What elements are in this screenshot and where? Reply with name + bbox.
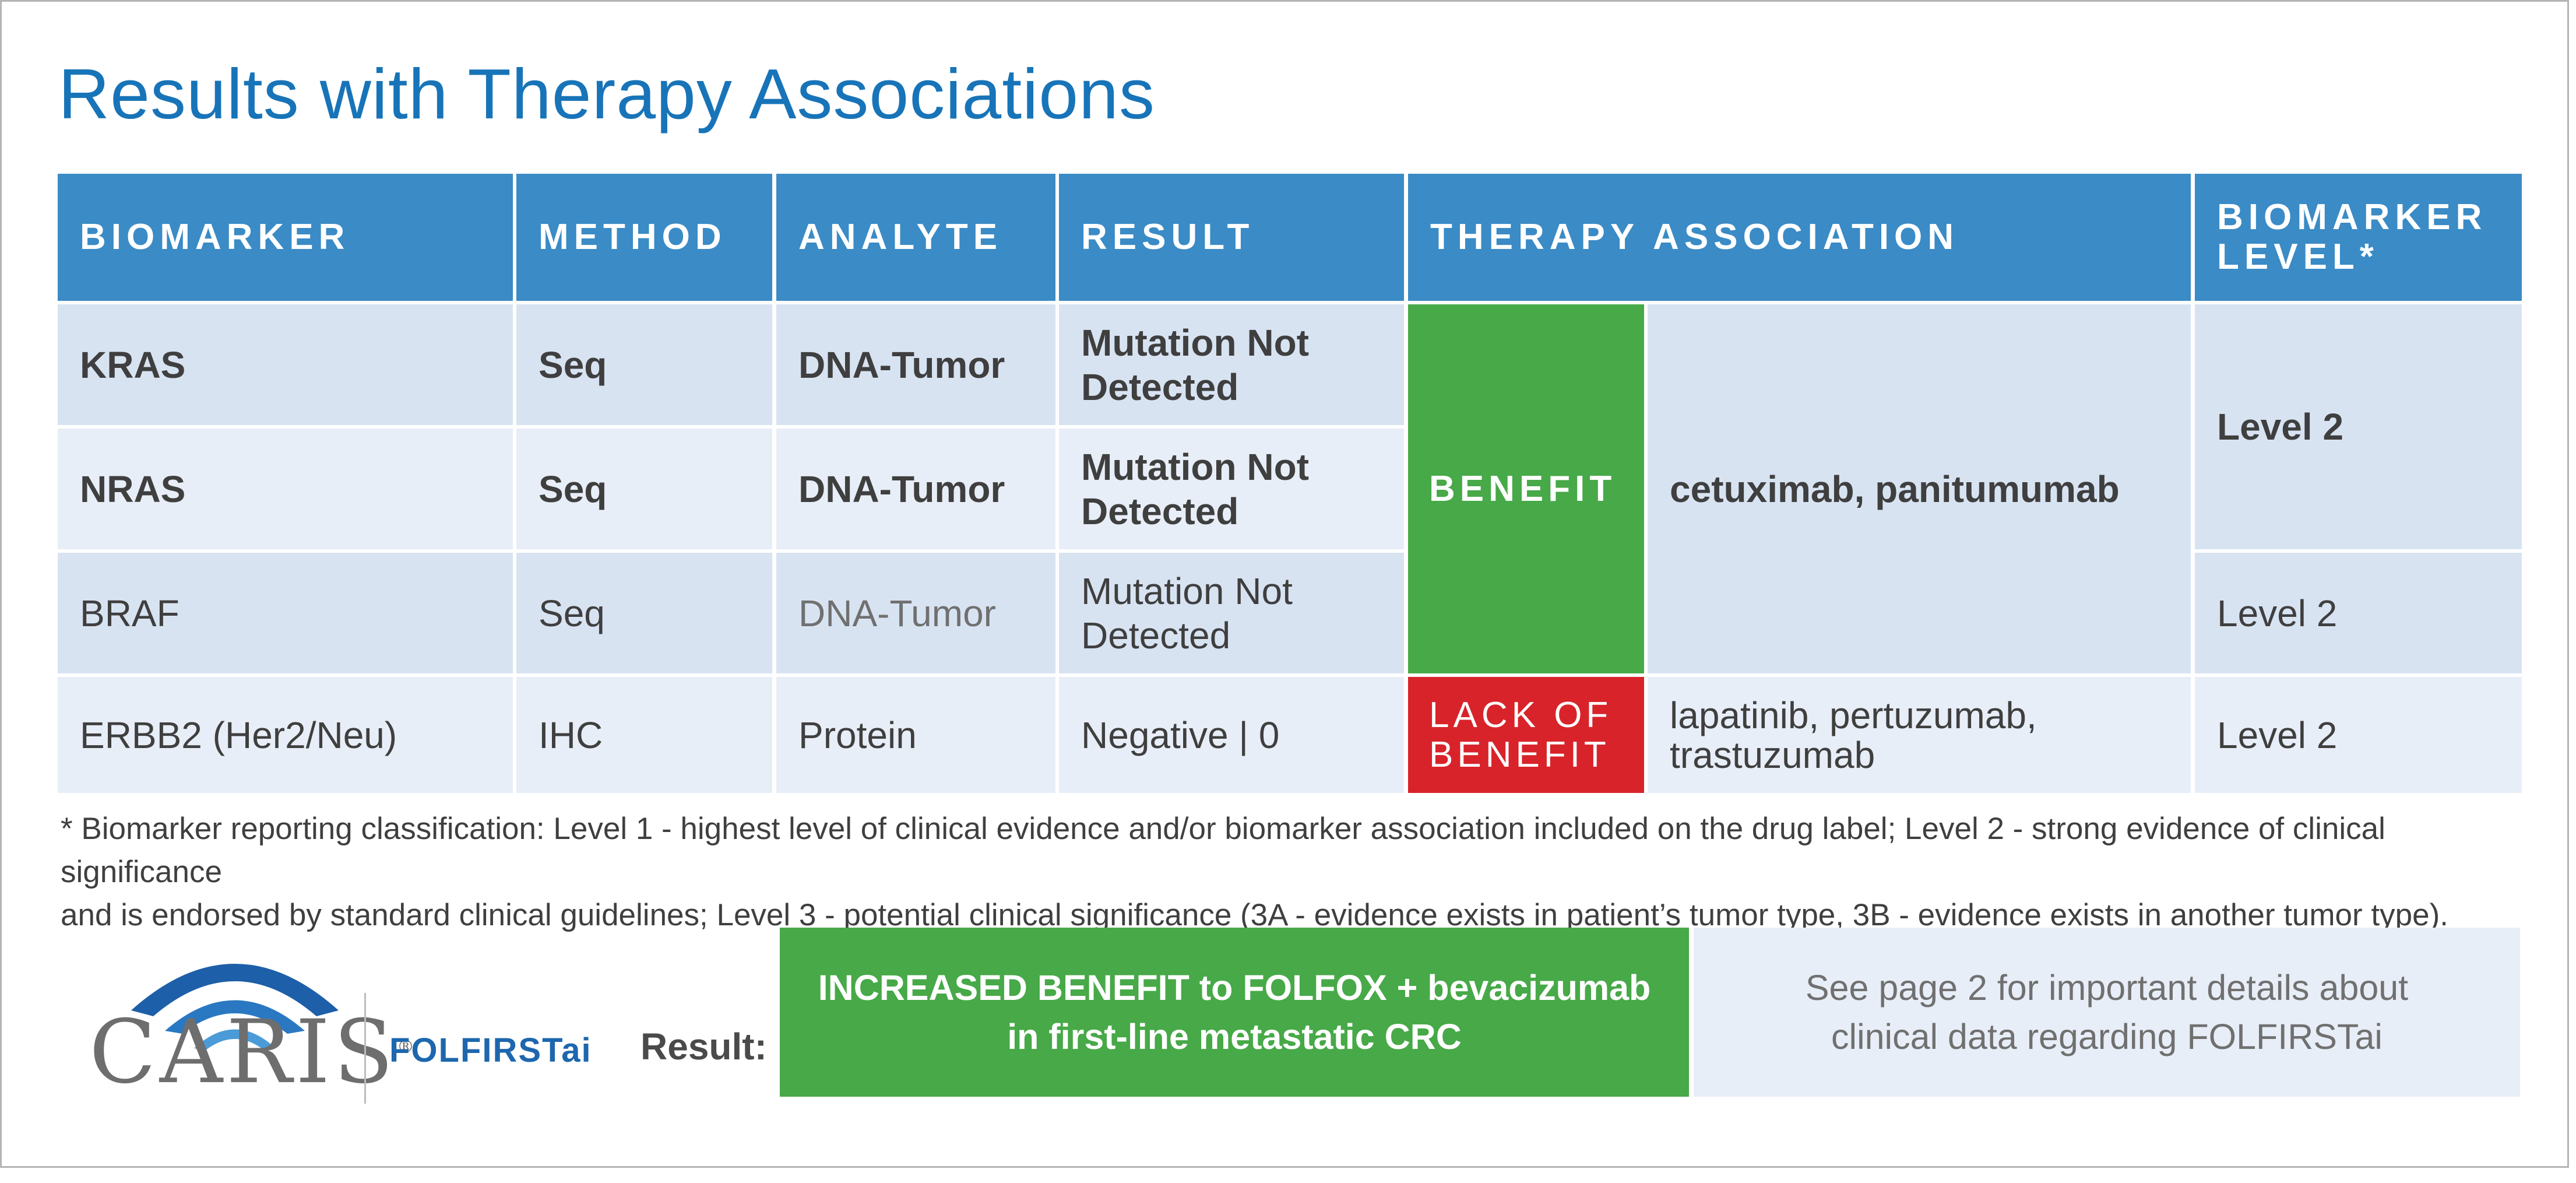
benefit-drugs: cetuximab, panitumumab bbox=[1670, 468, 2120, 510]
cell-text: Mutation Not bbox=[1081, 445, 1309, 488]
header-biomarker-level: BIOMARKER LEVEL* bbox=[2195, 174, 2522, 301]
cell-text: ERBB2 (Her2/Neu) bbox=[80, 714, 397, 756]
cell-text: IHC bbox=[539, 714, 603, 756]
lack-of-benefit-line1: LACK OF bbox=[1429, 694, 1613, 735]
table-row-kras-biomarker: KRAS bbox=[58, 304, 513, 425]
details-note-line2: clinical data regarding FOLFIRSTai bbox=[1831, 1017, 2383, 1056]
level-cell-braf: Level 2 bbox=[2195, 553, 2522, 673]
table-row-kras-analyte: DNA-Tumor bbox=[776, 304, 1055, 425]
cell-text: Detected bbox=[1081, 614, 1231, 657]
result-summary-line1: INCREASED BENEFIT to FOLFOX + bevacizuma… bbox=[818, 968, 1651, 1008]
lack-of-benefit-line2: BENEFIT bbox=[1429, 734, 1610, 775]
header-therapy-association-label: THERAPY ASSOCIATION bbox=[1430, 217, 1959, 257]
cell-text: Detected bbox=[1081, 366, 1239, 408]
cell-text: Seq bbox=[539, 592, 605, 634]
cell-text: KRAS bbox=[80, 343, 186, 386]
footnote: * Biomarker reporting classification: Le… bbox=[61, 808, 2538, 937]
cell-text: Negative | 0 bbox=[1081, 714, 1280, 756]
level-cell-erbb2: Level 2 bbox=[2195, 677, 2522, 793]
cell-text: Protein bbox=[798, 714, 917, 756]
table-row-erbb2-analyte: Protein bbox=[776, 677, 1055, 793]
table-row-braf-result: Mutation Not Detected bbox=[1059, 553, 1404, 673]
result-label: Result: bbox=[641, 1026, 767, 1068]
header-analyte: ANALYTE bbox=[776, 174, 1055, 301]
header-method: METHOD bbox=[516, 174, 772, 301]
registered-mark: ® bbox=[397, 1037, 415, 1057]
table-row-braf-analyte: DNA-Tumor bbox=[776, 553, 1055, 673]
cell-text: Mutation Not bbox=[1081, 321, 1309, 364]
table-row-nras-result: Mutation Not Detected bbox=[1059, 429, 1404, 549]
header-method-label: METHOD bbox=[539, 217, 727, 257]
cell-text: Seq bbox=[539, 343, 607, 386]
level-value: Level 2 bbox=[2217, 592, 2338, 634]
logo-divider bbox=[364, 993, 366, 1104]
result-summary-line2: in first-line metastatic CRC bbox=[1007, 1017, 1462, 1056]
page-title: Results with Therapy Associations bbox=[58, 54, 1155, 134]
details-note-box: See page 2 for important details about c… bbox=[1694, 928, 2520, 1097]
lack-of-benefit-badge: LACK OF BENEFIT bbox=[1408, 677, 1644, 793]
header-biomarker: BIOMARKER bbox=[58, 174, 513, 301]
table-row-nras-analyte: DNA-Tumor bbox=[776, 429, 1055, 549]
cell-text: Seq bbox=[539, 468, 607, 510]
details-note-line1: See page 2 for important details about bbox=[1805, 968, 2409, 1008]
cell-text: NRAS bbox=[80, 468, 186, 510]
table-row-kras-result: Mutation Not Detected bbox=[1059, 304, 1404, 425]
header-result-label: RESULT bbox=[1081, 217, 1255, 257]
benefit-drugs-cell: cetuximab, panitumumab bbox=[1648, 304, 2191, 673]
header-biomarker-level-line2: LEVEL* bbox=[2217, 237, 2379, 277]
footnote-line2: and is endorsed by standard clinical gui… bbox=[61, 898, 2448, 932]
footnote-line1: * Biomarker reporting classification: Le… bbox=[61, 812, 2385, 889]
header-biomarker-label: BIOMARKER bbox=[80, 217, 350, 257]
lack-of-benefit-drugs-cell: lapatinib, pertuzumab, trastuzumab bbox=[1648, 677, 2191, 793]
table-row-braf-biomarker: BRAF bbox=[58, 553, 513, 673]
cell-text: DNA-Tumor bbox=[798, 592, 996, 634]
level-cell-kras-nras: Level 2 bbox=[2195, 304, 2522, 549]
lack-drugs-line2: trastuzumab bbox=[1670, 733, 1875, 776]
header-therapy-association: THERAPY ASSOCIATION bbox=[1408, 174, 2191, 301]
cell-text: Mutation Not bbox=[1081, 570, 1293, 612]
caris-logo: CARIS® bbox=[89, 1002, 414, 1103]
cell-text: Detected bbox=[1081, 490, 1239, 532]
header-analyte-label: ANALYTE bbox=[798, 217, 1003, 257]
cell-text: BRAF bbox=[80, 592, 180, 634]
benefit-badge: BENEFIT bbox=[1408, 304, 1644, 673]
benefit-label: BENEFIT bbox=[1429, 468, 1617, 509]
caris-logo-arcs-icon bbox=[131, 964, 339, 1050]
product-name: FOLFIRSTai bbox=[389, 1031, 592, 1069]
caris-logo-text: CARIS bbox=[89, 1002, 397, 1103]
table-row-erbb2-method: IHC bbox=[516, 677, 772, 793]
result-summary-box: INCREASED BENEFIT to FOLFOX + bevacizuma… bbox=[780, 928, 1689, 1097]
table-row-erbb2-biomarker: ERBB2 (Her2/Neu) bbox=[58, 677, 513, 793]
cell-text: DNA-Tumor bbox=[798, 468, 1005, 510]
header-result: RESULT bbox=[1059, 174, 1404, 301]
table-row-kras-method: Seq bbox=[516, 304, 772, 425]
level-value: Level 2 bbox=[2217, 714, 2338, 756]
table-row-nras-biomarker: NRAS bbox=[58, 429, 513, 549]
table-row-erbb2-result: Negative | 0 bbox=[1059, 677, 1404, 793]
table-row-braf-method: Seq bbox=[516, 553, 772, 673]
cell-text: DNA-Tumor bbox=[798, 343, 1005, 386]
level-value: Level 2 bbox=[2217, 406, 2344, 448]
lack-drugs-line1: lapatinib, pertuzumab, bbox=[1670, 694, 2037, 736]
header-biomarker-level-line1: BIOMARKER bbox=[2217, 197, 2487, 237]
table-row-nras-method: Seq bbox=[516, 429, 772, 549]
